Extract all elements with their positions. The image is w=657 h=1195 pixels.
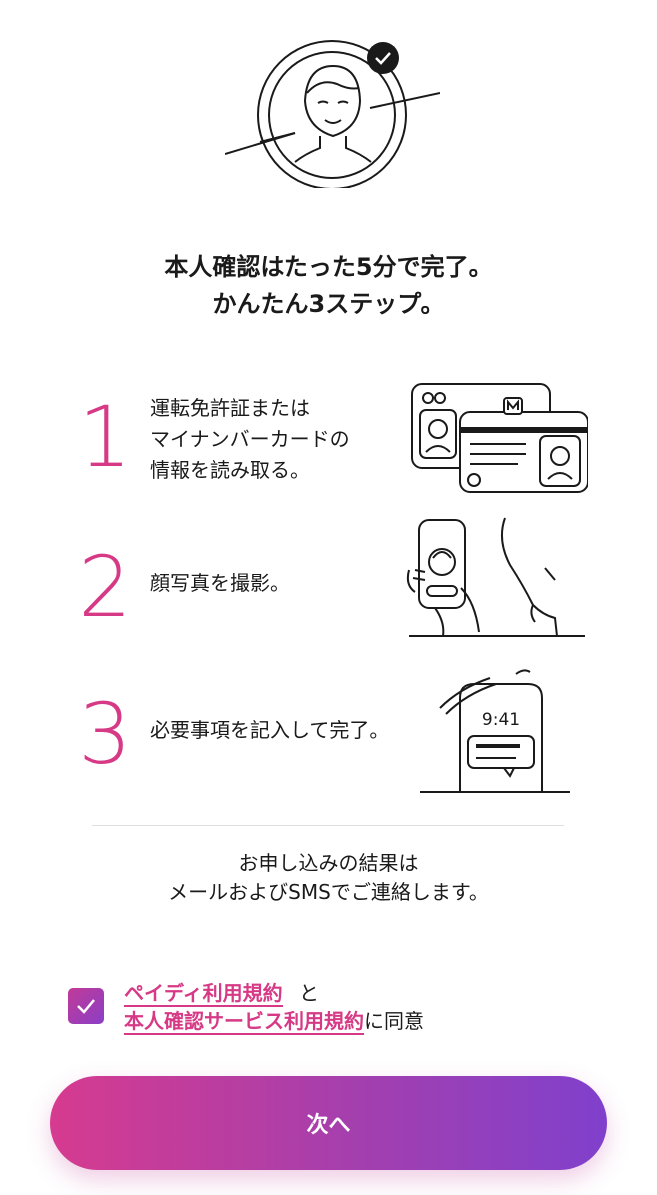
step-2-text: 顔写真を撮影。 [150,568,290,599]
notice-line1: お申し込みの結果は [238,851,419,875]
step-3-number: 3 [78,685,132,783]
step-3-line1: 必要事項を記入して完了。 [150,718,390,742]
checkmark-icon [77,999,95,1014]
identity-verification-terms-link[interactable]: 本人確認サービス利用規約 [124,1009,364,1035]
face-verification-illustration [225,40,440,188]
agreement-line1: ペイディ利用規約 と [124,978,319,1008]
section-divider [92,825,564,826]
step-2-number: 2 [78,538,132,636]
page-title-line2: かんたん3ステップ。 [212,290,445,318]
agreement-connector: と [298,981,319,1005]
phone-notification-illustration: 9:41 [420,669,570,793]
terms-agree-checkbox[interactable] [68,988,104,1024]
selfie-photo-illustration [406,517,585,637]
next-button-label: 次へ [306,1113,351,1138]
step-3-text: 必要事項を記入して完了。 [150,715,389,746]
step-1-number: 1 [78,388,132,486]
agreement-suffix: に同意 [364,1009,424,1033]
notice-line2: メールおよびSMSでご連絡します。 [168,880,489,904]
id-card-illustration [411,383,588,493]
check-badge-icon [367,42,399,74]
paidy-terms-link[interactable]: ペイディ利用規約 [124,981,283,1007]
step-2-line1: 顔写真を撮影。 [150,571,290,595]
step-1-line1: 運転免許証または [150,396,310,420]
step-1-line3: 情報を読み取る。 [150,458,310,482]
step-1-text: 運転免許証または マイナンバーカードの 情報を読み取る。 [150,393,350,486]
agreement-line2: 本人確認サービス利用規約に同意 [124,1006,424,1036]
page-title-line1: 本人確認はたった5分で完了。 [164,253,493,281]
phone-time-text: 9:41 [482,710,520,730]
next-button[interactable]: 次へ [50,1076,607,1170]
step-1-line2: マイナンバーカードの [150,427,350,451]
